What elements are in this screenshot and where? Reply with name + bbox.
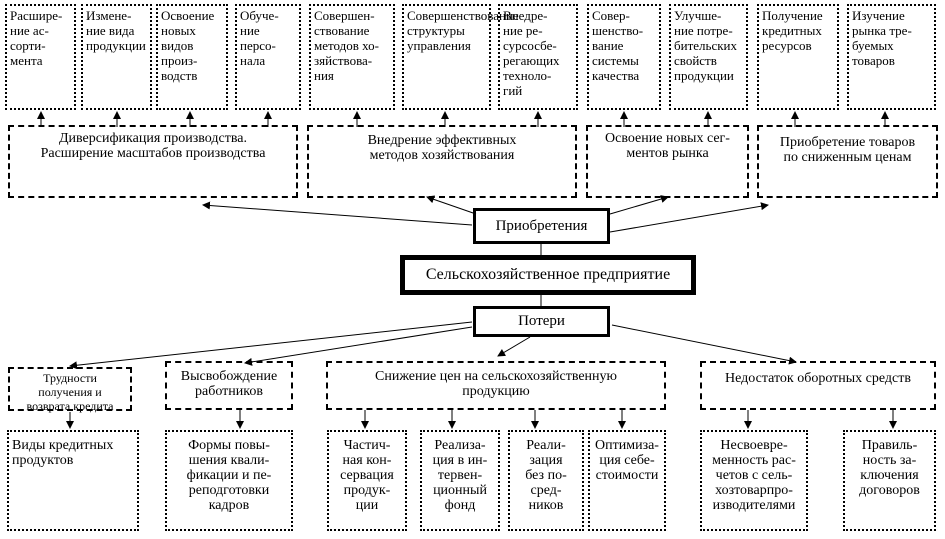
- losses-label: Потери: [518, 313, 565, 329]
- gain-group-new-markets: Освоение новых сег- ментов рынка: [586, 125, 749, 198]
- bottom-box-staff-training-forms: Формы повы- шения квали- фикации и пе- р…: [165, 430, 293, 531]
- enterprise-node: Сельскохозяйственное предприятие: [400, 255, 696, 295]
- gain-group-discount-purchase: Приобретение товаров по сниженным ценам: [757, 125, 938, 198]
- gains-node: Приобретения: [473, 208, 610, 244]
- losses-node: Потери: [473, 306, 610, 337]
- top-box-credit-resources: Получение кредитных ресурсов: [757, 4, 839, 110]
- arrow-gains-to-markets: [609, 195, 669, 215]
- arrow-losses-to-workers: [244, 326, 473, 366]
- arrow-gains-to-methods: [426, 195, 477, 215]
- bottom-box-credit-products: Виды кредитных продуктов: [7, 430, 139, 531]
- arrow-losses-to-working-capital: [611, 324, 797, 365]
- bottom-box-cost-optimization: Оптимиза- ция себе- стоимости: [588, 430, 666, 531]
- top-box-management-methods: Совершен- ствование методов хо- зяйствов…: [309, 4, 395, 110]
- top-box-management-structure: Совершенствование структуры управления: [402, 4, 519, 110]
- loss-group-working-capital: Недостаток оборотных средств: [700, 361, 936, 410]
- top-box-quality-system: Совер- шенство- вание системы качества: [587, 4, 661, 110]
- bottom-box-late-settlements: Несвоевре- менность рас- четов с сель- х…: [700, 430, 808, 531]
- gains-label: Приобретения: [495, 217, 588, 234]
- top-box-consumer-properties: Улучше- ние потре- бительских свойств пр…: [669, 4, 748, 110]
- top-box-assortment: Расшире- ние ас- сорти- мента: [5, 4, 76, 110]
- top-box-staff-training: Обуче- ние персо- нала: [235, 4, 301, 110]
- top-box-new-production: Освоение новых видов произ- водств: [156, 4, 228, 110]
- gain-group-diversification: Диверсификация производства. Расширение …: [8, 125, 298, 198]
- enterprise-label: Сельскохозяйственное предприятие: [425, 266, 671, 283]
- loss-group-credit-difficulty: Трудности получения и возврата кредита: [8, 367, 132, 413]
- top-box-resource-saving: Внедре- ние ре- сурсосбе- регающих техно…: [498, 4, 578, 110]
- arrow-gains-to-diversification: [202, 201, 473, 226]
- arrow-gains-to-purchase: [609, 202, 769, 233]
- top-box-market-research: Изучение рынка тре- буемых товаров: [847, 4, 936, 110]
- loss-group-staff-release: Высвобождение работников: [165, 361, 293, 410]
- arrow-losses-to-prices: [497, 336, 531, 357]
- bottom-box-direct-sales: Реали- зация без по- сред- ников: [508, 430, 584, 531]
- top-box-product-type: Измене- ние вида продукции: [81, 4, 152, 110]
- arrow-losses-to-credit: [69, 321, 473, 370]
- bottom-box-intervention-fund: Реализа- ция в ин- тервен- ционный фонд: [420, 430, 500, 531]
- bottom-box-partial-conservation: Частич- ная кон- сервация продук- ции: [327, 430, 407, 531]
- gain-group-effective-methods: Внедрение эффективных методов хозяйствов…: [307, 125, 577, 198]
- loss-group-price-decrease: Снижение цен на сельскохозяйственную про…: [326, 361, 666, 410]
- bottom-box-contract-correctness: Правиль- ность за- ключения договоров: [843, 430, 936, 531]
